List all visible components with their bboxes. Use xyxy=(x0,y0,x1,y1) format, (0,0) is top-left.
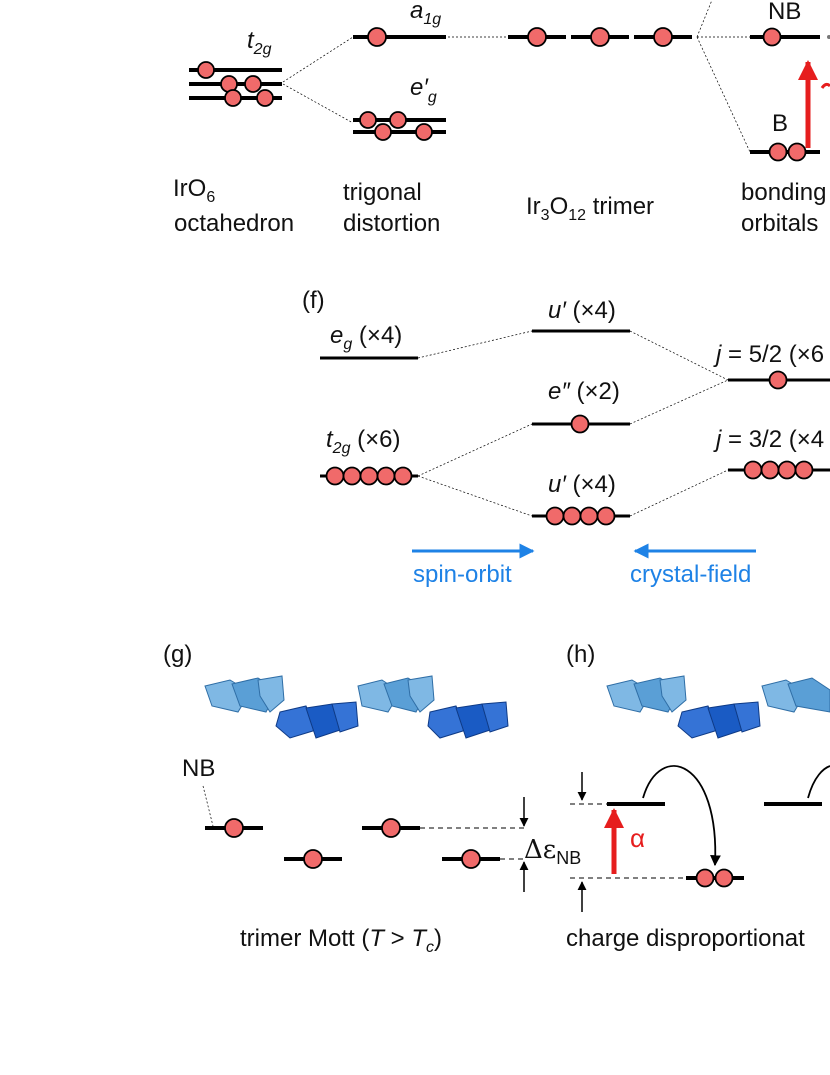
charge-disproportionation-caption: charge disproportionat xyxy=(566,925,805,952)
connector xyxy=(629,469,729,517)
panel-f-label: (f) xyxy=(302,287,325,314)
electron xyxy=(376,466,396,486)
electron xyxy=(777,460,797,480)
crystal-field-label: crystal-field xyxy=(630,561,751,588)
nb-pointer xyxy=(202,785,214,827)
electron xyxy=(570,414,590,434)
electron xyxy=(590,27,610,47)
electron xyxy=(342,466,362,486)
electron xyxy=(244,75,262,93)
caption-octahedron-2: octahedron xyxy=(174,210,294,237)
connector xyxy=(417,475,533,517)
octahedra-chain-h xyxy=(606,675,830,739)
electron xyxy=(787,142,807,162)
caption-distortion: distortion xyxy=(343,210,440,237)
electron xyxy=(374,123,392,141)
cropped-red-mark xyxy=(820,82,830,89)
electron xyxy=(224,818,244,838)
electron xyxy=(596,506,616,526)
electron xyxy=(760,460,780,480)
cropped-dot xyxy=(827,35,830,39)
connector xyxy=(417,423,533,477)
connector xyxy=(629,330,729,381)
j52-label: j = 5/2 (×6 xyxy=(713,341,824,368)
caption-trimer: Ir3O12 trimer xyxy=(526,193,654,224)
electron xyxy=(579,506,599,526)
caption-bonding: bonding xyxy=(741,179,826,206)
electron xyxy=(527,27,547,47)
electron xyxy=(359,466,379,486)
nb-label: NB xyxy=(768,0,801,25)
alpha-label: α xyxy=(630,823,645,853)
caption-orbitals: orbitals xyxy=(741,210,818,237)
electron xyxy=(359,111,377,129)
panel-g: (g) NB ΔεNB xyxy=(163,641,581,956)
electron xyxy=(743,460,763,480)
electron xyxy=(389,111,407,129)
electron xyxy=(393,466,413,486)
connector xyxy=(629,379,729,425)
electron xyxy=(762,27,782,47)
octahedra-chain-g xyxy=(204,675,509,739)
a1g-label: a1g xyxy=(410,0,441,28)
caption-octahedron: IrO6 xyxy=(173,175,215,206)
electron xyxy=(325,466,345,486)
eg-prime-label: e′g xyxy=(410,74,437,106)
electron xyxy=(256,89,274,107)
panel-h-label: (h) xyxy=(566,641,595,668)
electron xyxy=(653,27,673,47)
connector xyxy=(417,330,533,359)
electron xyxy=(695,868,715,888)
t2g-label: t2g xyxy=(247,27,272,58)
hop-arrow-2 xyxy=(807,765,830,799)
electron xyxy=(461,849,481,869)
panel-h: (h) α charge disproportionat xyxy=(566,641,830,952)
panel-g-label: (g) xyxy=(163,641,192,668)
hop-arrow xyxy=(642,765,721,867)
connector xyxy=(696,36,751,153)
electron xyxy=(303,849,323,869)
u-prime-bottom-label: u′ (×4) xyxy=(548,471,616,498)
connector xyxy=(696,0,713,38)
nb-label-g: NB xyxy=(182,755,215,782)
electron xyxy=(224,89,242,107)
connector xyxy=(282,83,354,124)
panel-f: (f) eg (×4) t2g (×6) u′ (×4) e″ (×2) u′ … xyxy=(302,287,830,588)
electron xyxy=(794,460,814,480)
electron xyxy=(768,142,788,162)
connector xyxy=(282,36,354,83)
electron xyxy=(381,818,401,838)
electron xyxy=(197,61,215,79)
caption-trigonal: trigonal xyxy=(343,179,422,206)
delta-epsilon-label: ΔεNB xyxy=(524,835,581,868)
trimer-mott-caption: trimer Mott (T > Tc) xyxy=(240,925,442,956)
eg-label: eg (×4) xyxy=(330,322,402,353)
electron xyxy=(367,27,387,47)
b-label: B xyxy=(772,110,788,137)
panel-e: t2g a1g e′g NB xyxy=(173,0,830,237)
electron xyxy=(545,506,565,526)
electron xyxy=(768,370,788,390)
e-double-prime-label: e″ (×2) xyxy=(548,378,620,405)
j32-label: j = 3/2 (×4 xyxy=(713,426,824,453)
spin-orbit-label: spin-orbit xyxy=(413,561,512,588)
electron xyxy=(562,506,582,526)
t2g-label-f: t2g (×6) xyxy=(326,426,400,457)
u-prime-top-label: u′ (×4) xyxy=(548,297,616,324)
electron xyxy=(415,123,433,141)
electron xyxy=(714,868,734,888)
